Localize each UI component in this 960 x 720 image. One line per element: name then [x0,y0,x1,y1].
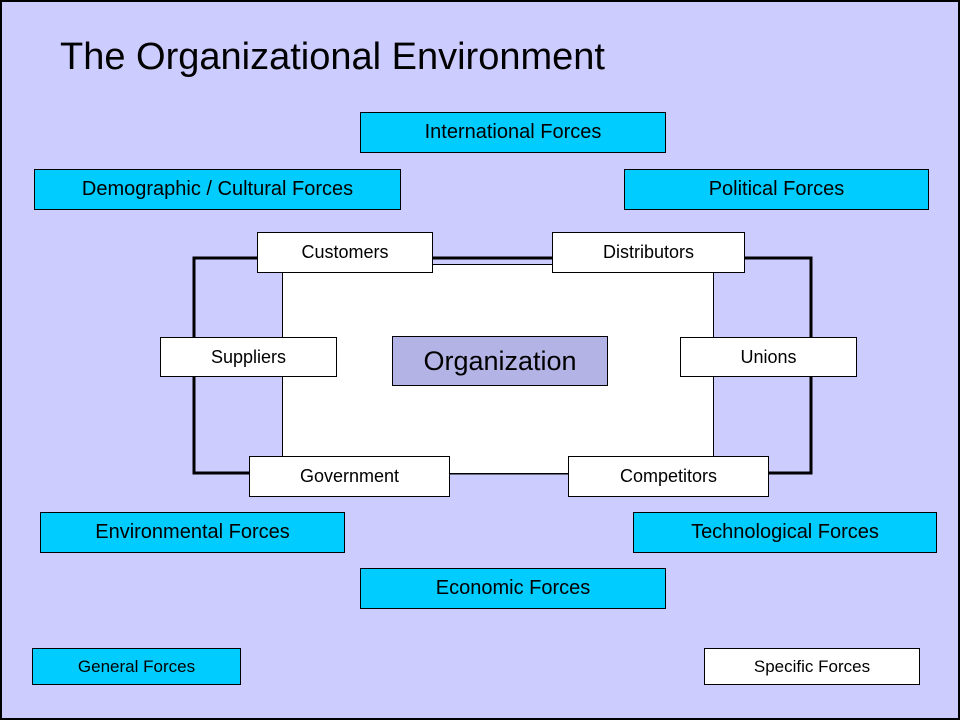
organization-box: Organization [392,336,608,386]
distributors-box: Distributors [552,232,745,273]
technological-forces-box: Technological Forces [633,512,937,553]
legend-general-forces: General Forces [32,648,241,685]
international-forces-box: International Forces [360,112,666,153]
competitors-box: Competitors [568,456,769,497]
political-forces-box: Political Forces [624,169,929,210]
legend-specific-forces: Specific Forces [704,648,920,685]
demographic-cultural-forces-box: Demographic / Cultural Forces [34,169,401,210]
customers-box: Customers [257,232,433,273]
unions-box: Unions [680,337,857,377]
government-box: Government [249,456,450,497]
suppliers-box: Suppliers [160,337,337,377]
environmental-forces-box: Environmental Forces [40,512,345,553]
economic-forces-box: Economic Forces [360,568,666,609]
page-title: The Organizational Environment [60,36,605,78]
